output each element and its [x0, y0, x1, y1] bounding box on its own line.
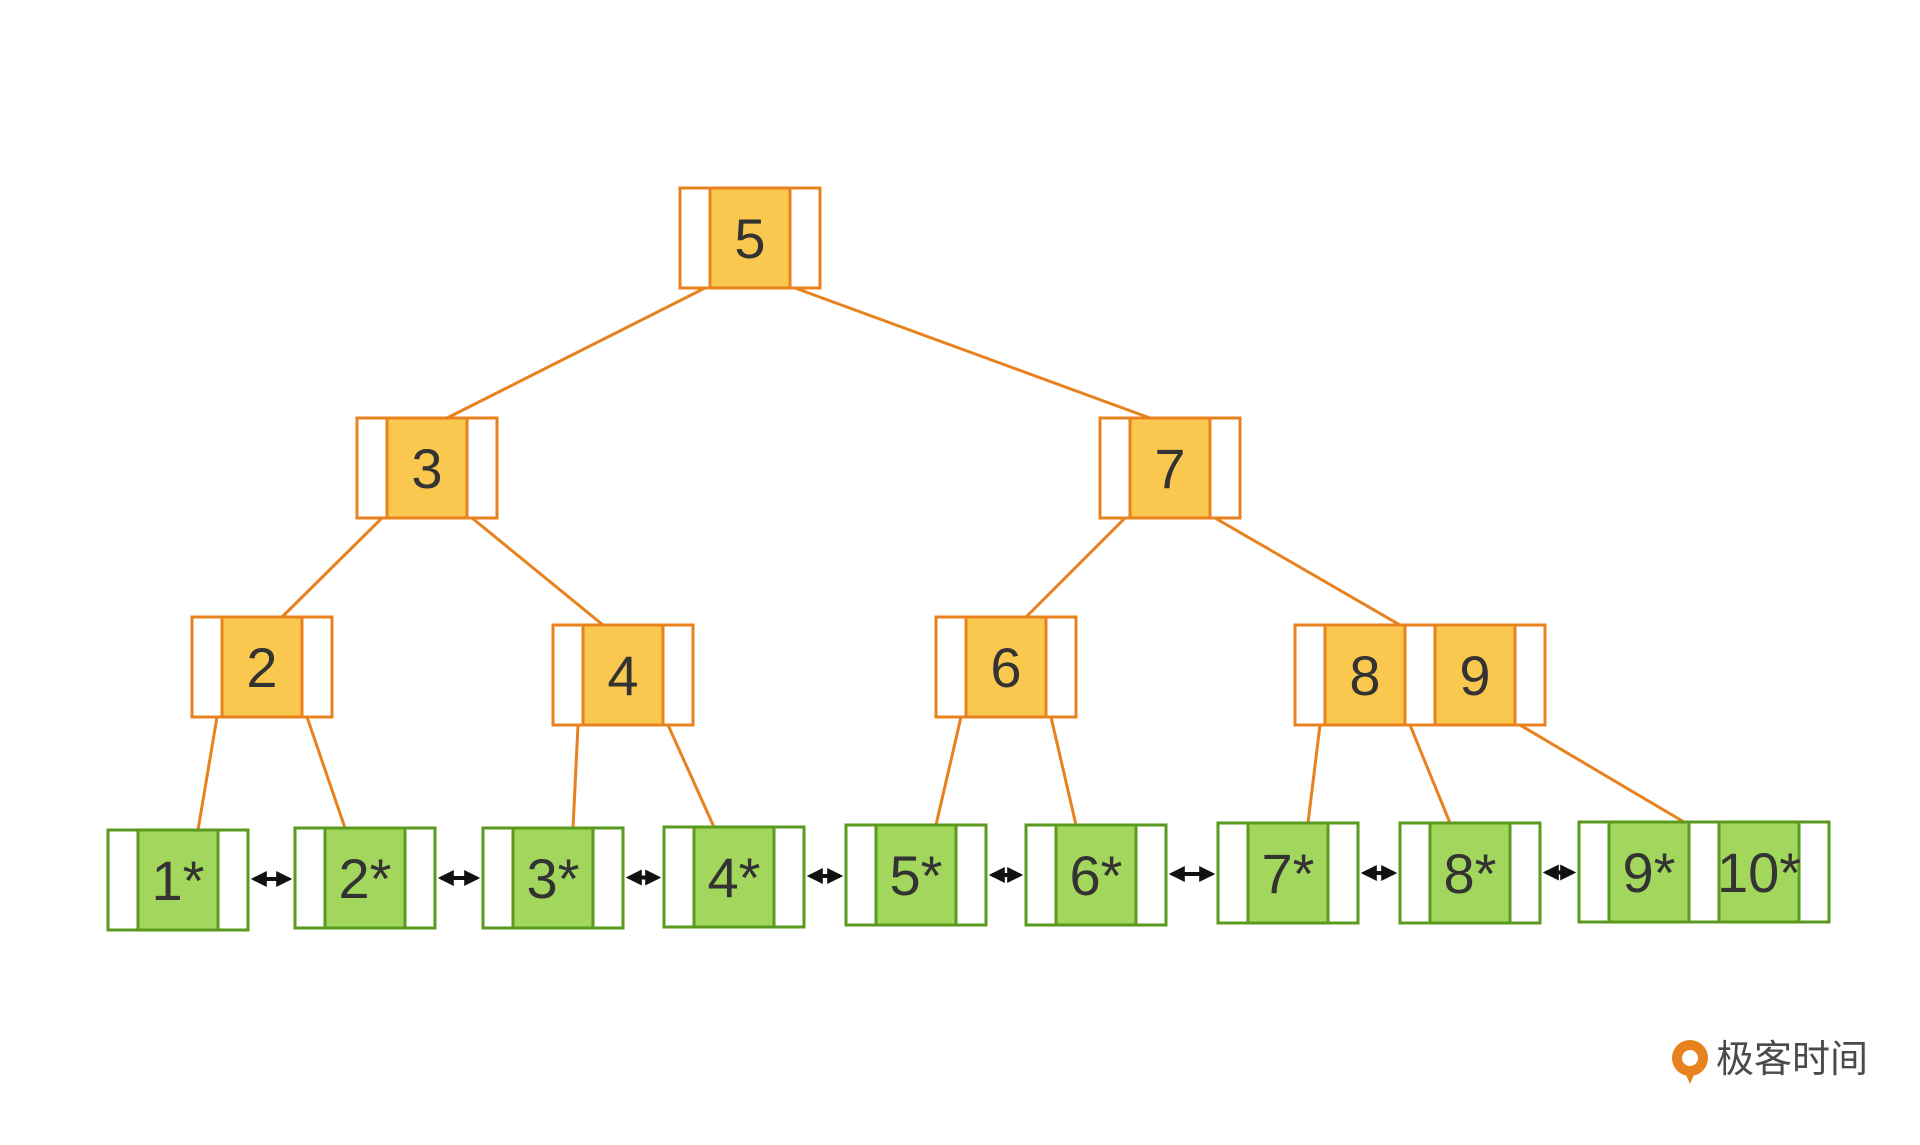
internal-node-l3: 2 [190, 615, 334, 719]
tree-edge [1049, 716, 1078, 826]
root-node-key-label: 5 [734, 207, 765, 270]
internal-node-l3-key-cell [1323, 623, 1407, 727]
internal-node-l3-key-cell [220, 615, 304, 719]
internal-node-l2-key-label: 7 [1154, 437, 1185, 500]
internal-node-l2-key-cell [1128, 416, 1212, 520]
leaf-node: 1* [106, 828, 250, 932]
tree-edge [571, 724, 580, 829]
tree-edge [1214, 516, 1401, 627]
brand-logo: 极客时间 [1672, 1037, 1868, 1084]
internal-node-l2-key-cell [385, 416, 469, 520]
leaf-node-key-cell [136, 828, 220, 932]
internal-node-l3: 6 [934, 615, 1078, 719]
tree-edge [471, 516, 604, 627]
leaf-node-key-cell [1054, 823, 1138, 927]
internal-node-l3-key-label: 9 [1459, 644, 1490, 707]
tree-edge [794, 286, 1151, 420]
tree-edge [1519, 723, 1685, 824]
leaf-node-key-label: 6* [1070, 844, 1123, 907]
tree-edge [666, 724, 716, 828]
tree-edge [196, 716, 219, 831]
tree-edge [446, 286, 706, 420]
internal-node-l2-key-label: 3 [411, 437, 442, 500]
internal-node-l3-key-label: 2 [246, 636, 277, 699]
leaf-links [250, 864, 1577, 887]
leaf-node: 6* [1024, 823, 1168, 927]
tree-edge [305, 716, 347, 829]
internal-node-l3-key-cell [964, 615, 1048, 719]
leaf-node-key-label: 1* [152, 849, 205, 912]
tree-edge [280, 516, 384, 619]
internal-node-l3-key-cell [1433, 623, 1517, 727]
leaf-node-key-cell [874, 823, 958, 927]
brand-name: 极客时间 [1716, 1037, 1868, 1081]
leaf-node-key-cell [511, 826, 595, 930]
leaf-node: 2* [293, 826, 437, 930]
leaf-node-key-cell [1246, 821, 1330, 925]
leaf-node-key-label: 7* [1262, 842, 1315, 905]
leaf-node-key-cell [1717, 820, 1801, 924]
leaf-node-key-cell [1428, 821, 1512, 925]
internal-node-l2: 7 [1098, 416, 1242, 520]
tree-edge [1306, 724, 1322, 824]
leaf-node-key-label: 4* [708, 846, 761, 909]
leaf-node: 9* 10* [1577, 820, 1831, 924]
root-node: 5 [678, 186, 822, 290]
leaf-node-key-cell [1607, 820, 1691, 924]
tree-edges [196, 286, 1685, 831]
leaf-node-key-label: 9* [1623, 841, 1676, 904]
internal-node-l3-key-cell [581, 623, 665, 727]
leaf-node: 7* [1216, 821, 1360, 925]
leaf-node-key-label: 3* [527, 847, 580, 910]
tree-edge [1408, 724, 1452, 824]
leaf-node-key-cell [692, 825, 776, 929]
internal-node-l3: 4 [551, 623, 695, 727]
geektime-logo-icon [1672, 1040, 1708, 1084]
leaf-node-key-label: 10* [1717, 841, 1801, 904]
internal-node-l2: 3 [355, 416, 499, 520]
tree-edge [934, 716, 963, 826]
leaf-node: 5* [844, 823, 988, 927]
leaf-node-key-cell [323, 826, 407, 930]
internal-node-l3-key-label: 4 [607, 644, 638, 707]
leaf-node-key-label: 8* [1444, 842, 1497, 905]
leaf-node: 8* [1398, 821, 1542, 925]
tree-edge [1024, 516, 1127, 619]
leaf-node-key-label: 5* [890, 844, 943, 907]
leaf-node: 4* [662, 825, 806, 929]
internal-node-l3-key-label: 8 [1349, 644, 1380, 707]
internal-node-l3-key-label: 6 [990, 636, 1021, 699]
root-node-key-cell [708, 186, 792, 290]
leaf-node-key-label: 2* [339, 847, 392, 910]
leaf-node: 3* [481, 826, 625, 930]
